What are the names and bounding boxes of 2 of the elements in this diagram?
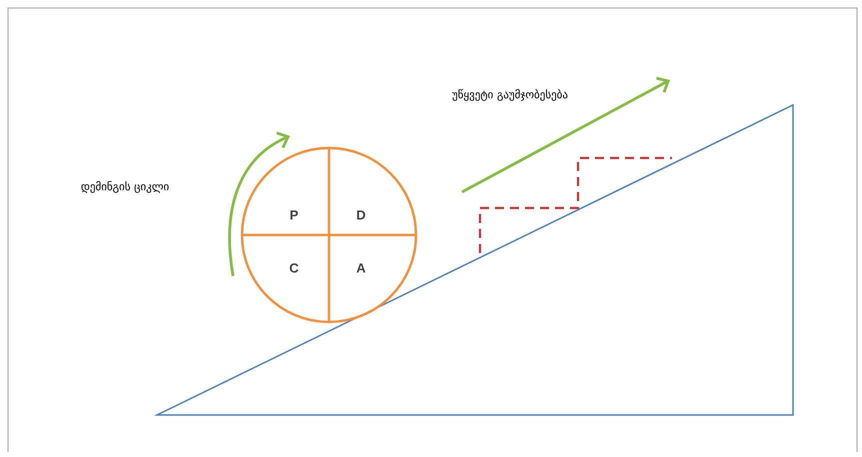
caption-text: დემინგის ციკლი xyxy=(81,181,169,193)
caption-text: უწყვეტი გაუმჯობესება xyxy=(452,89,568,101)
